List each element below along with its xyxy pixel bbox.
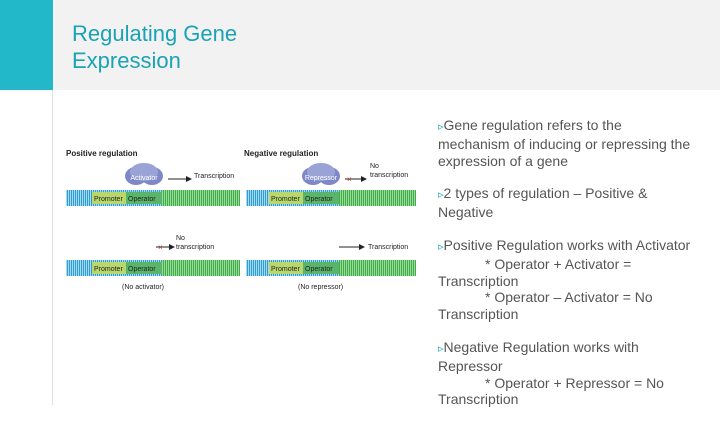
dna-strand-positive-bottom bbox=[66, 260, 240, 276]
title-line-2: Expression bbox=[72, 48, 181, 73]
promoter-label: Promoter bbox=[94, 266, 123, 273]
promoter-label: Promoter bbox=[271, 266, 300, 273]
block-x-icon: × bbox=[158, 243, 163, 252]
bullet-item: ▹Gene regulation refers to the mechanism… bbox=[438, 117, 710, 169]
bullet-text: mechanism of inducing or repressing the bbox=[438, 135, 691, 152]
bullet-text: Negative Regulation works with bbox=[443, 338, 639, 355]
title-band bbox=[53, 0, 720, 90]
gene-regulation-diagram: Positive regulation Negative regulation … bbox=[66, 149, 416, 291]
operator-label: Operator bbox=[305, 266, 333, 273]
repressor-label: Repressor bbox=[305, 175, 338, 182]
dna-strand-negative-top bbox=[246, 190, 416, 206]
positive-heading: Positive regulation bbox=[66, 149, 138, 158]
operator-label: Operator bbox=[128, 196, 156, 203]
promoter-label: Promoter bbox=[271, 196, 300, 203]
bullet-sub-text: Transcription bbox=[438, 272, 519, 289]
dna-strand-positive-top bbox=[66, 190, 240, 206]
slide-title: Regulating Gene Expression bbox=[72, 20, 237, 74]
bullet-text: 2 types of regulation – Positive & bbox=[443, 185, 648, 202]
bullet-text: Positive Regulation works with Activator bbox=[443, 236, 691, 253]
promoter-label: Promoter bbox=[94, 196, 123, 203]
bullet-arrow-icon: ▹ bbox=[438, 342, 444, 355]
activator-protein bbox=[125, 163, 163, 185]
bullet-sub-text: Transcription bbox=[438, 391, 519, 408]
dna-strand-negative-bottom bbox=[246, 260, 416, 276]
divider bbox=[52, 90, 53, 405]
bullet-text: Negative bbox=[438, 204, 494, 221]
bullet-item: ▹Positive Regulation works with Activato… bbox=[438, 237, 710, 323]
block-x-icon: × bbox=[347, 175, 352, 184]
bullet-text: expression of a gene bbox=[438, 152, 568, 169]
no-label: No bbox=[176, 235, 185, 242]
no-activator-label: (No activator) bbox=[122, 284, 164, 291]
bullet-arrow-icon: ▹ bbox=[438, 189, 444, 202]
transcription-label: Transcription bbox=[368, 244, 408, 251]
bullet-text: Repressor bbox=[438, 357, 503, 374]
operator-label: Operator bbox=[305, 196, 333, 203]
bullet-item: ▹Negative Regulation works with Represso… bbox=[438, 339, 710, 408]
bullet-sub-text: * Operator + Repressor = No bbox=[485, 374, 664, 391]
activator-label: Activator bbox=[130, 175, 158, 182]
bullet-item: ▹2 types of regulation – Positive & Nega… bbox=[438, 185, 710, 221]
title-line-1: Regulating Gene bbox=[72, 21, 238, 46]
bullet-sub-text: * Operator – Activator = No bbox=[485, 289, 653, 306]
transcription-label: Transcription bbox=[194, 173, 234, 180]
no-label: No bbox=[370, 163, 379, 170]
bullet-text: Gene regulation refers to the bbox=[443, 117, 622, 133]
no-transcription-label: transcription bbox=[176, 244, 214, 251]
bullet-arrow-icon: ▹ bbox=[438, 240, 444, 253]
negative-heading: Negative regulation bbox=[244, 149, 318, 158]
accent-block bbox=[0, 0, 53, 90]
operator-label: Operator bbox=[128, 266, 156, 273]
no-transcription-label: transcription bbox=[370, 172, 408, 179]
repressor-protein bbox=[302, 163, 340, 185]
no-repressor-label: (No repressor) bbox=[298, 284, 343, 291]
bullet-arrow-icon: ▹ bbox=[438, 121, 444, 133]
bullet-sub-text: * Operator + Activator = bbox=[485, 255, 632, 272]
bullet-sub-text: Transcription bbox=[438, 306, 519, 323]
bullet-list: ▹Gene regulation refers to the mechanism… bbox=[438, 117, 710, 424]
